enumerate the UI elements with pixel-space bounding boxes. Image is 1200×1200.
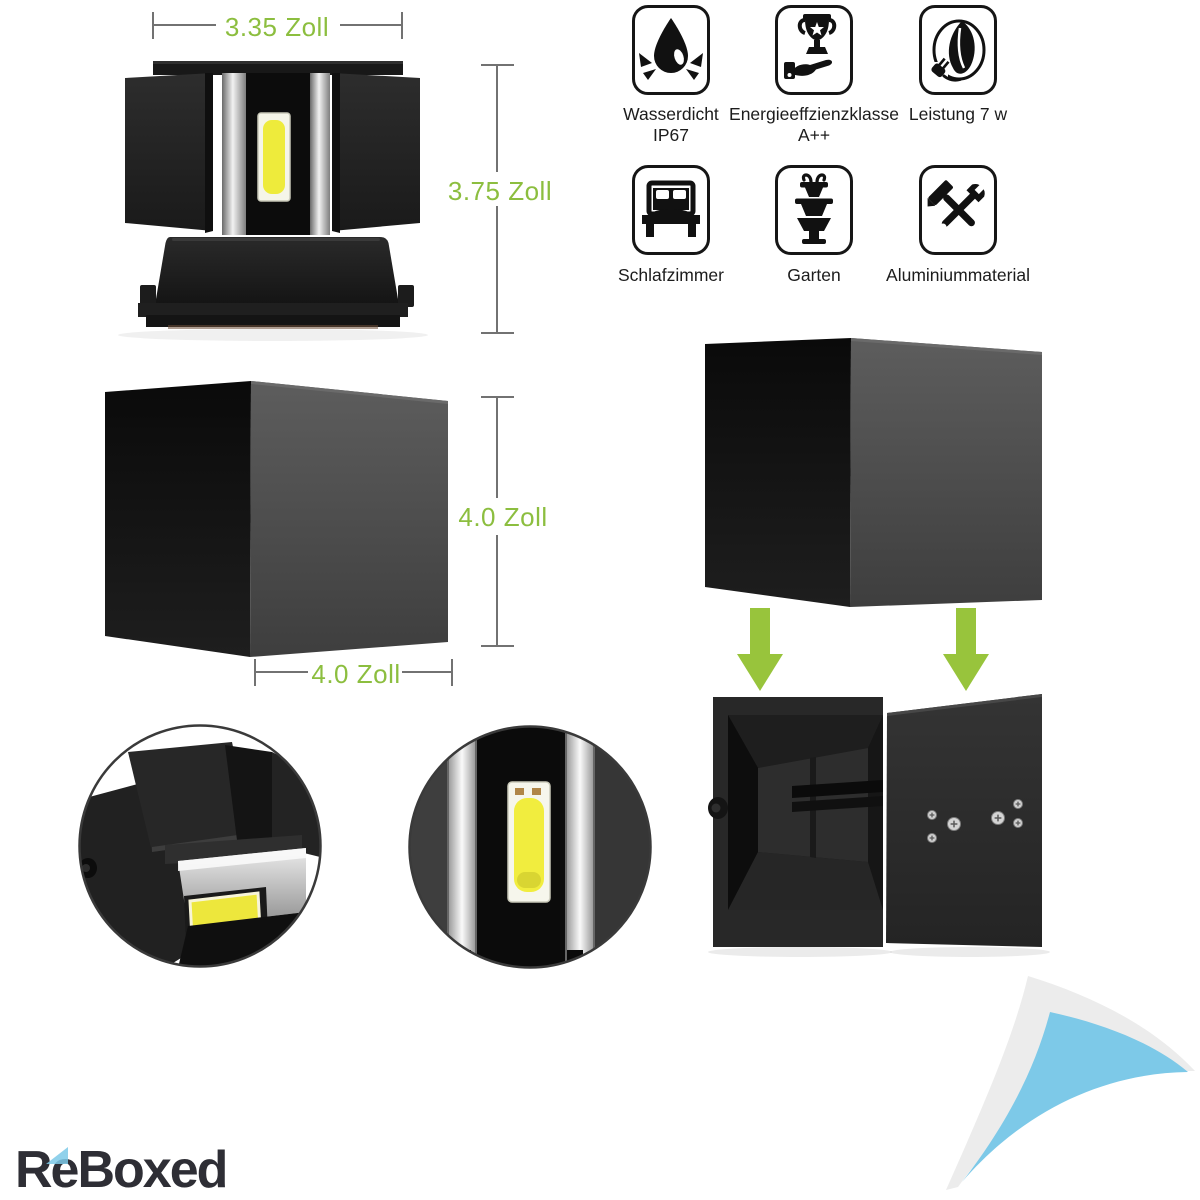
cube-width-dimension-label: 4.0 Zoll	[311, 659, 401, 689]
feature-label-waterproof: Wasserdicht IP67	[623, 104, 719, 145]
dim-line	[402, 671, 451, 673]
aluminium-tools-icon	[927, 180, 987, 231]
dim-tick	[254, 659, 256, 686]
garden-fountain-icon	[795, 173, 833, 244]
brand-logo: ReBoxed	[15, 1141, 228, 1199]
detail-circle-flap-closeup	[78, 724, 322, 968]
dim-line	[340, 24, 401, 26]
feature-label-power: Leistung 7 w	[908, 104, 1008, 124]
dim-tick	[152, 12, 154, 39]
dim-tick	[451, 659, 453, 686]
cube-right-face	[850, 338, 1042, 607]
page-curl-graphic	[946, 976, 1195, 1190]
dim-line	[496, 66, 498, 172]
cube-left-face	[705, 338, 851, 607]
led-strip-closeup	[514, 798, 544, 892]
dim-tick	[481, 332, 514, 334]
dim-tick	[481, 396, 514, 398]
cube-right-face	[250, 381, 448, 657]
feature-label-garden: Garten	[787, 265, 841, 285]
lamp-left-rail	[222, 73, 246, 235]
back-plate	[886, 694, 1042, 947]
lamp-plinth	[138, 303, 408, 317]
feature-box-energy-class	[775, 5, 853, 95]
dim-tick	[481, 64, 514, 66]
dim-tick	[481, 645, 514, 647]
dim-line	[256, 671, 308, 673]
lamp-front-view-photo	[118, 61, 428, 341]
bedroom-bed-icon	[642, 180, 700, 237]
dim-line	[496, 398, 498, 498]
cube-assembled-photo	[705, 338, 1042, 607]
down-arrow-icon	[737, 608, 783, 691]
cube-height-dimension-label: 4.0 Zoll	[458, 502, 548, 532]
lamp-width-dimension-label: 3.35 Zoll	[224, 12, 330, 42]
assembly-arrows	[737, 608, 989, 691]
lamp-base	[155, 237, 399, 305]
down-arrow-icon	[943, 608, 989, 691]
cube-view-photo	[105, 381, 448, 657]
feature-box-waterproof	[632, 5, 710, 95]
waterproof-drop-icon	[639, 18, 703, 80]
feature-label-energy-class: Energieeffzienzklasse A++	[729, 104, 899, 145]
feature-label-bedroom: Schlafzimmer	[618, 265, 724, 285]
logo-fold-accent-icon	[46, 1147, 68, 1164]
feature-box-power	[919, 5, 997, 95]
screws	[927, 799, 1023, 843]
lamp-right-rail	[310, 73, 330, 235]
dim-line	[154, 24, 216, 26]
lamp-left-flap	[125, 73, 213, 231]
feature-box-garden	[775, 165, 853, 255]
cube-left-face	[105, 381, 251, 657]
lamp-height-dimension-label: 3.75 Zoll	[447, 176, 553, 206]
lamp-led-strip	[263, 120, 285, 194]
lamp-right-flap	[332, 73, 420, 231]
dim-tick	[401, 12, 403, 39]
eco-leaf-plug-icon	[926, 19, 986, 84]
dim-line	[496, 535, 498, 645]
mounting-bracket-photo	[708, 694, 1050, 957]
feature-box-bedroom	[632, 165, 710, 255]
wall-bracket	[708, 697, 883, 947]
feature-label-material: Aluminiummaterial	[886, 265, 1030, 285]
energy-class-trophy-icon	[784, 14, 837, 79]
feature-box-material	[919, 165, 997, 255]
dim-line	[496, 206, 498, 332]
lamp-top-plate	[153, 63, 403, 75]
detail-circle-led-closeup	[408, 725, 652, 969]
